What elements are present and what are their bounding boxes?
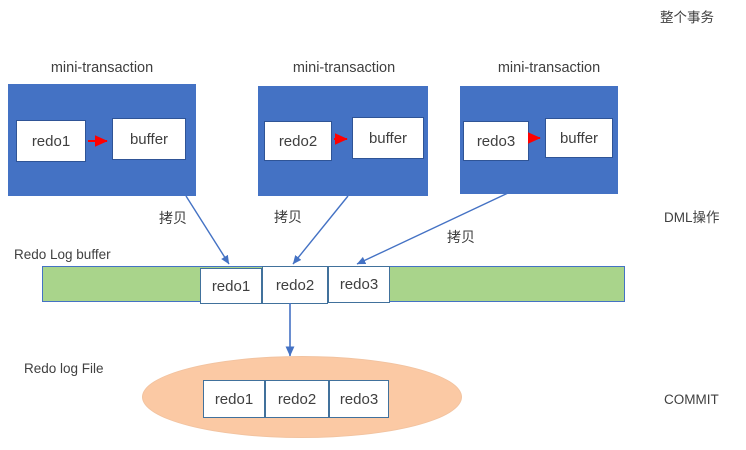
- copy-arrow-1: [185, 195, 230, 265]
- copy-label-3: 拷贝: [447, 229, 475, 245]
- redo-log-file-label: Redo log File: [24, 361, 104, 376]
- stage-label-commit: COMMIT: [664, 392, 719, 407]
- mt3-buffer-cell: buffer: [545, 118, 613, 158]
- stage-label-dml-operation: DML操作: [664, 210, 720, 225]
- mt2-buffer-cell: buffer: [352, 117, 424, 159]
- file-entry-redo1: redo1: [203, 380, 265, 418]
- copy-arrow-3: [356, 192, 509, 265]
- buffer-entry-redo1: redo1: [200, 268, 262, 304]
- mini-transaction-title-1: mini-transaction: [50, 60, 154, 76]
- mt3-redo-cell: redo3: [463, 121, 529, 161]
- redo-log-buffer-label: Redo Log buffer: [14, 247, 111, 262]
- buffer-entry-redo2: redo2: [262, 266, 328, 304]
- stage-label-whole-transaction: 整个事务: [660, 10, 714, 25]
- mt1-redo-cell: redo1: [16, 120, 86, 162]
- copy-label-2: 拷贝: [274, 209, 302, 225]
- file-entry-redo2: redo2: [265, 380, 329, 418]
- mini-transaction-title-3: mini-transaction: [497, 60, 601, 76]
- buffer-entry-redo3: redo3: [328, 266, 390, 303]
- mt2-redo-cell: redo2: [264, 121, 332, 161]
- copy-label-1: 拷贝: [159, 210, 187, 226]
- file-entry-redo3: redo3: [329, 380, 389, 418]
- mini-transaction-title-2: mini-transaction: [292, 60, 396, 76]
- mt1-buffer-cell: buffer: [112, 118, 186, 160]
